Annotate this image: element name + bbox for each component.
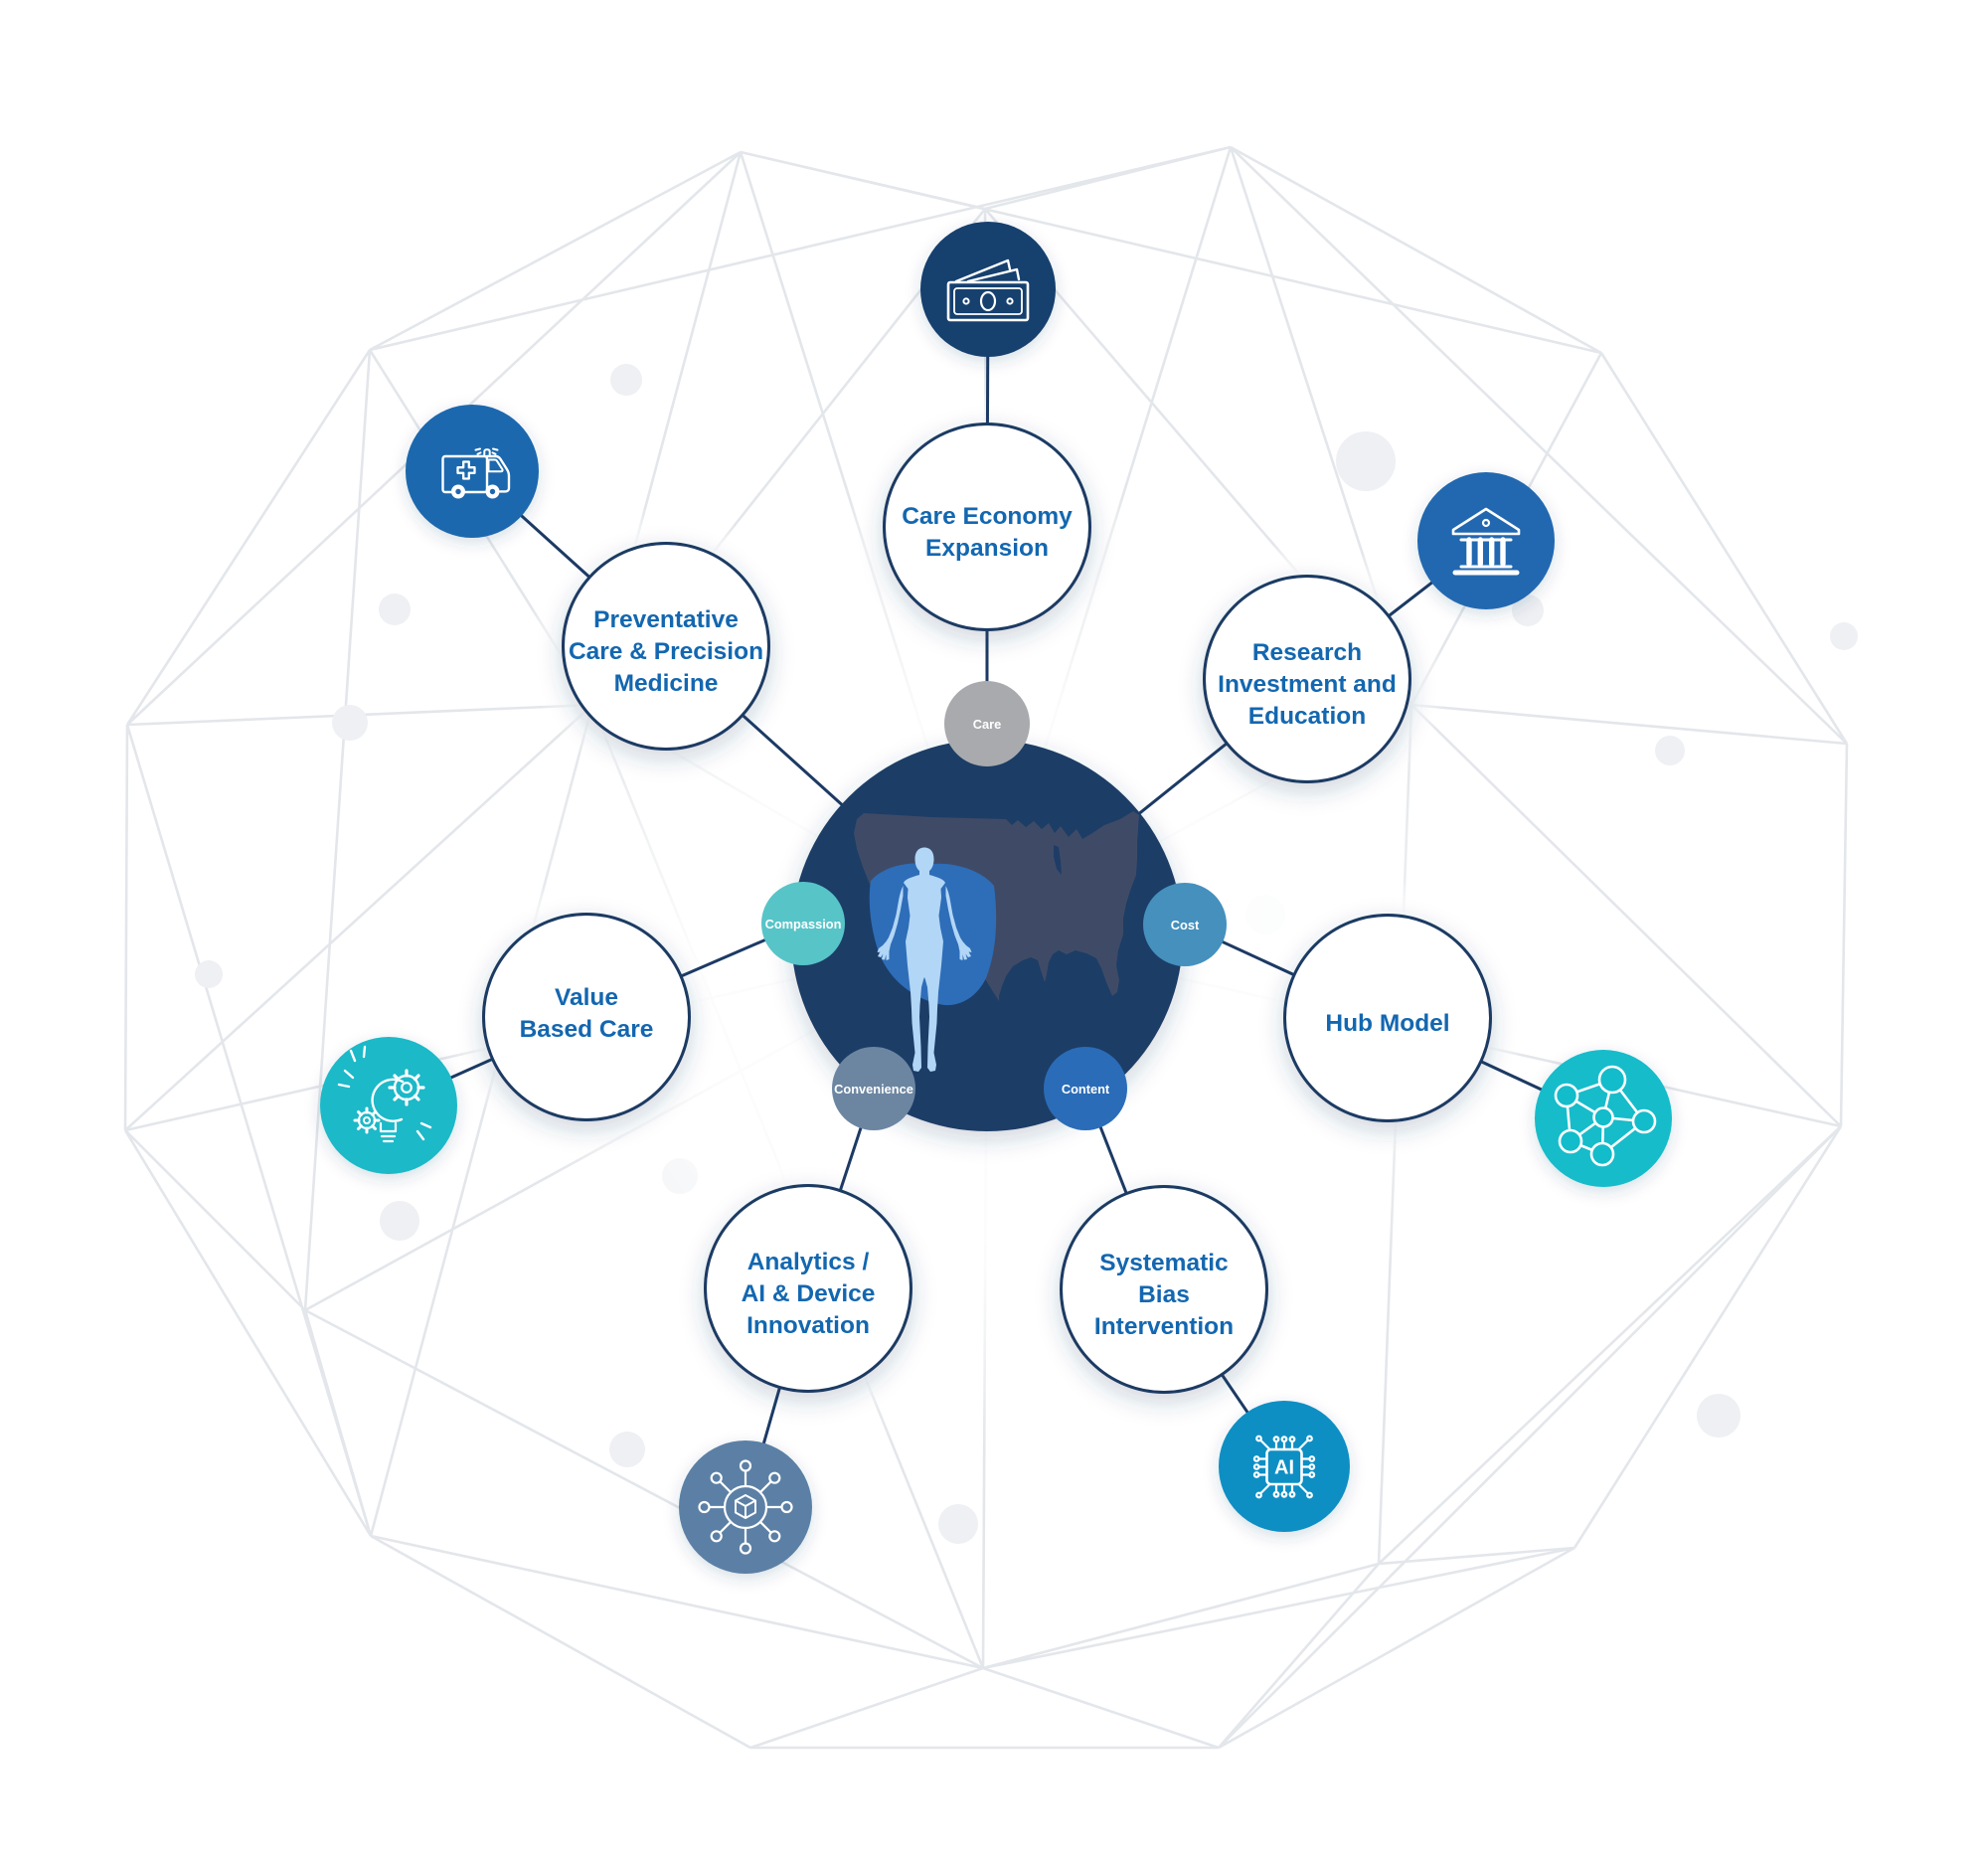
svg-text:Research: Research	[1252, 639, 1362, 666]
svg-text:Care & Precision: Care & Precision	[569, 638, 763, 665]
svg-text:AI & Device: AI & Device	[742, 1280, 876, 1307]
svg-text:Investment and: Investment and	[1218, 671, 1397, 698]
svg-text:Expansion: Expansion	[925, 535, 1049, 562]
svg-text:Innovation: Innovation	[746, 1312, 870, 1339]
svg-text:Care Economy: Care Economy	[902, 503, 1073, 530]
svg-text:Systematic: Systematic	[1099, 1250, 1228, 1276]
svg-text:Education: Education	[1248, 703, 1366, 730]
svg-text:Cost: Cost	[1171, 918, 1200, 932]
svg-text:Bias: Bias	[1138, 1281, 1190, 1308]
svg-text:Hub Model: Hub Model	[1325, 1010, 1449, 1037]
svg-text:Analytics /: Analytics /	[747, 1249, 870, 1275]
svg-text:Intervention: Intervention	[1094, 1313, 1234, 1340]
svg-text:Convenience: Convenience	[834, 1082, 913, 1097]
svg-text:Preventative: Preventative	[593, 606, 739, 633]
svg-text:Compassion: Compassion	[765, 917, 842, 931]
svg-text:Medicine: Medicine	[614, 670, 719, 697]
svg-text:Based Care: Based Care	[520, 1016, 654, 1043]
svg-text:AI: AI	[1274, 1457, 1294, 1479]
svg-text:Care: Care	[973, 717, 1001, 732]
svg-text:Value: Value	[555, 984, 618, 1011]
svg-text:Content: Content	[1062, 1082, 1110, 1097]
